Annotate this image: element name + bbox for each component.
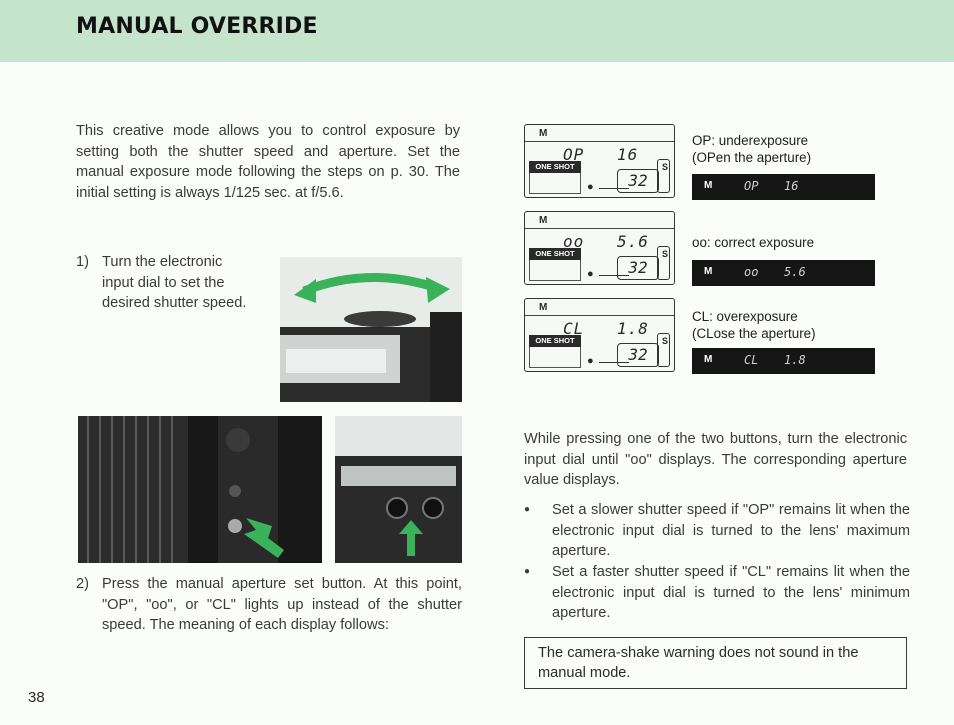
focus-icon: ●	[587, 181, 594, 193]
lcd-panel-cl: M CL 1.8 ONE SHOT 32 S ●	[524, 298, 675, 372]
label-line1: oo: correct exposure	[692, 235, 815, 250]
strip-right-value: 1.8	[784, 353, 806, 367]
step-number: 2)	[76, 576, 89, 592]
lcd-s: S	[661, 249, 668, 259]
viewfinder-strip-op: M OP 16	[692, 174, 875, 200]
label-line1: OP: underexposure	[692, 133, 809, 148]
lcd-left-value: OP	[563, 145, 585, 164]
bullet-mark: ●	[524, 566, 531, 577]
viewfinder-strip-cl: M CL 1.8	[692, 348, 875, 374]
strip-left-value: oo	[744, 265, 759, 279]
page-title: MANUAL OVERRIDE	[76, 14, 318, 39]
one-shot-badge: ONE SHOT	[529, 335, 581, 347]
bullet-slower: ● Set a slower shutter speed if "OP" rem…	[524, 500, 910, 562]
camera-dial-illustration	[280, 273, 462, 402]
strip-mode: M	[704, 180, 713, 191]
strip-right-value: 16	[784, 179, 799, 193]
lcd-right-value: 1.8	[617, 319, 649, 338]
label-line2: (CLose the aperture)	[692, 326, 816, 341]
step-text: Press the manual aperture set button. At…	[102, 576, 462, 633]
label-oo: oo: correct exposure	[692, 234, 814, 251]
lcd-panel-oo: M oo 5.6 ONE SHOT 32 S ●	[524, 211, 675, 285]
lens-illustration	[78, 416, 322, 563]
warning-box: The camera-shake warning does not sound …	[524, 637, 907, 689]
lcd-mode: M	[539, 215, 548, 226]
lcd-mode: M	[539, 302, 548, 313]
label-cl: CL: overexposure (CLose the aperture)	[692, 308, 816, 342]
camera-dial-photo	[280, 257, 462, 402]
page-number: 38	[28, 689, 45, 706]
lcd-count: 32	[617, 169, 659, 193]
page-header: MANUAL OVERRIDE	[0, 0, 954, 62]
viewfinder-strip-oo: M oo 5.6	[692, 260, 875, 286]
one-shot-badge: ONE SHOT	[529, 161, 581, 173]
strip-mode: M	[704, 354, 713, 365]
focus-icon: ●	[587, 355, 594, 367]
label-op: OP: underexposure (OPen the aperture)	[692, 132, 811, 166]
strip-left-value: OP	[744, 179, 759, 193]
lens-button-photo	[78, 416, 322, 563]
lcd-count: 32	[617, 343, 659, 367]
lcd-count: 32	[617, 256, 659, 280]
label-line1: CL: overexposure	[692, 309, 798, 324]
intro-paragraph: This creative mode allows you to control…	[76, 123, 460, 201]
strip-right-value: 5.6	[784, 265, 806, 279]
bullet-text: Set a faster shutter speed if "CL" remai…	[552, 564, 910, 621]
step-text: Turn the electronic input dial to set th…	[102, 254, 247, 311]
lcd-s: S	[661, 162, 668, 172]
label-line2: (OPen the aperture)	[692, 150, 812, 165]
lcd-left-value: oo	[563, 232, 585, 251]
lcd-right-value: 5.6	[617, 232, 649, 251]
bullet-mark: ●	[524, 504, 531, 515]
lcd-panel-op: M OP 16 ONE SHOT 32 S ●	[524, 124, 675, 198]
bullet-text: Set a slower shutter speed if "OP" remai…	[552, 502, 910, 559]
lcd-right-value: 16	[617, 145, 639, 164]
lcd-mode: M	[539, 128, 548, 139]
while-paragraph: While pressing one of the two buttons, t…	[524, 431, 907, 488]
strip-mode: M	[704, 266, 713, 277]
camera-buttons-photo	[335, 416, 462, 563]
focus-icon: ●	[587, 268, 594, 280]
lcd-left-value: CL	[563, 319, 585, 338]
one-shot-badge: ONE SHOT	[529, 248, 581, 260]
step-number: 1)	[76, 254, 89, 270]
lcd-s: S	[661, 336, 668, 346]
buttons-illustration	[335, 416, 462, 563]
bullet-faster: ● Set a faster shutter speed if "CL" rem…	[524, 562, 910, 624]
strip-left-value: CL	[744, 353, 759, 367]
